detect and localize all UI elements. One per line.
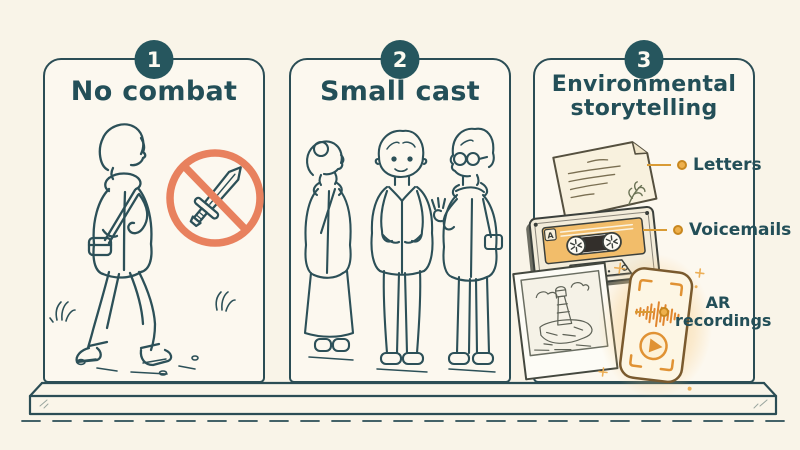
number-badge-1: 1 xyxy=(134,40,174,79)
three-people-illustration xyxy=(303,127,504,373)
connector-ar-recordings: AR recordings xyxy=(635,293,772,331)
panel-small-cast: 2 Small cast xyxy=(289,40,511,383)
panel-environmental-storytelling: 3 Environmental storytelling xyxy=(512,40,791,398)
panel-no-combat: 1 No combat xyxy=(43,40,265,383)
walking-person-illustration xyxy=(49,123,264,376)
cassette-side-a-label: A xyxy=(547,231,555,241)
handwritten-letter-icon xyxy=(552,141,658,220)
person-right xyxy=(430,127,504,373)
display-base-illustration xyxy=(21,381,785,422)
connector-dot xyxy=(673,225,683,235)
item-label-voicemails: Voicemails xyxy=(689,220,792,240)
ar-audio-card-icon xyxy=(598,254,712,398)
walking-person xyxy=(75,123,173,367)
number-badge-2: 2 xyxy=(380,40,420,79)
item-label-ar-recordings: AR recordings xyxy=(675,293,772,331)
sparkles xyxy=(598,262,705,391)
ground-grass xyxy=(49,291,236,376)
connector-dot xyxy=(659,307,669,318)
item-label-letters: Letters xyxy=(693,155,762,175)
ar-frame-brackets xyxy=(629,278,684,372)
person-middle xyxy=(370,129,434,373)
person-left xyxy=(303,140,355,361)
lighthouse-photo-icon xyxy=(512,261,619,381)
number-badge-3: 3 xyxy=(624,40,664,79)
connector-line xyxy=(635,311,653,314)
connector-dot xyxy=(677,160,687,170)
connector-letters: Letters xyxy=(647,155,762,175)
connector-voicemails: Voicemails xyxy=(643,220,791,240)
panel-title-small-cast: Small cast xyxy=(320,76,480,107)
connector-line xyxy=(647,164,671,166)
connector-line xyxy=(643,229,667,231)
play-button-icon xyxy=(639,331,668,361)
no-sign-icon xyxy=(166,149,264,247)
panel-title-no-combat: No combat xyxy=(70,76,238,107)
panel-title-environmental-storytelling: Environmental storytelling xyxy=(551,72,737,121)
